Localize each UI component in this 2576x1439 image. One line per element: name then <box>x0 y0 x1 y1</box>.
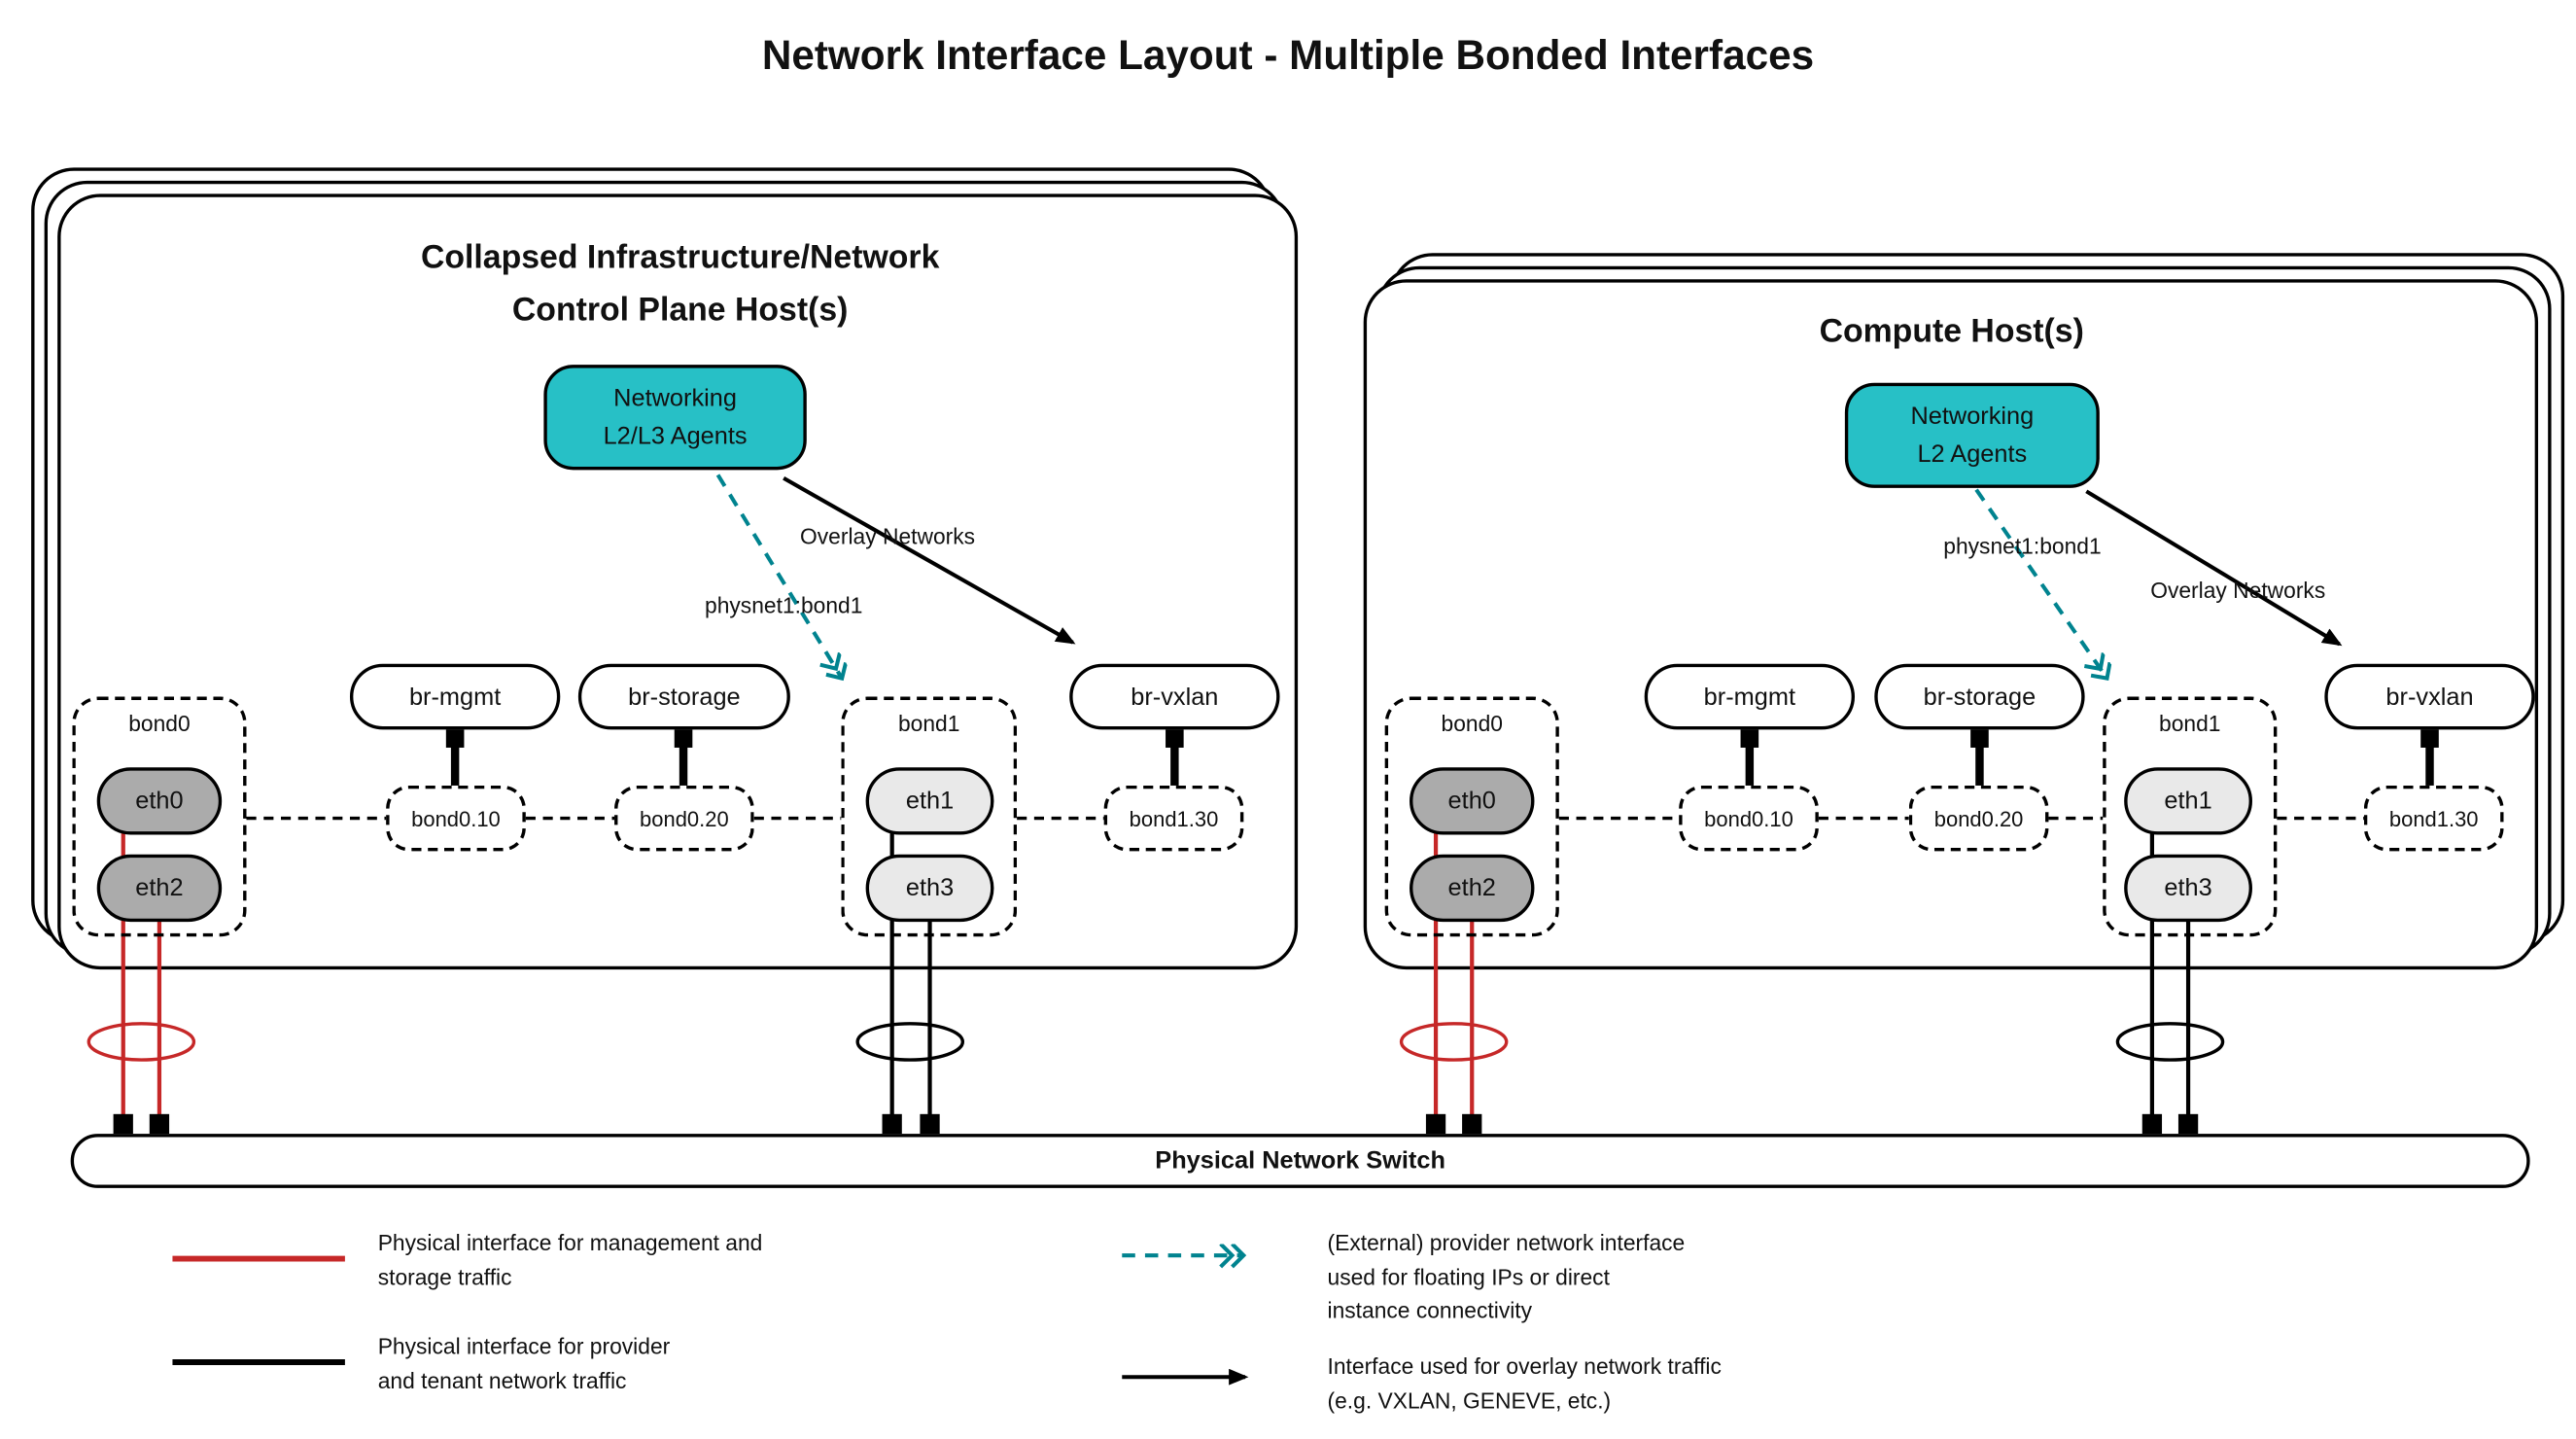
left-bond1-30-node: bond1.30 <box>1103 785 1244 852</box>
right-bond1-group: bond1 <box>2103 696 2278 937</box>
switch-label: Physical Network Switch <box>1155 1146 1445 1176</box>
left-bond1-30-label: bond1.30 <box>1129 805 1219 831</box>
left-overlay-networks-label: Overlay Networks <box>800 524 976 549</box>
right-bond1-30-label: bond1.30 <box>2388 805 2479 831</box>
right-eth1-node: eth1 <box>2124 767 2252 835</box>
right-overlay-network-arrow <box>2085 489 2343 647</box>
left-bond1-label: bond1 <box>897 711 960 737</box>
left-bond0-20-label: bond0.20 <box>640 805 729 831</box>
diagram-title: Network Interface Layout - Multiple Bond… <box>761 32 1815 80</box>
legend-mgmt-storage-text: Physical interface for management and st… <box>377 1230 763 1289</box>
left-br-storage-label: br-storage <box>628 683 741 711</box>
right-networking-agents-box: Networking L2 Agents <box>1844 382 2100 488</box>
right-br-storage-label: br-storage <box>1923 683 2036 711</box>
left-eth2-label: eth2 <box>135 874 184 902</box>
right-eth0-label: eth0 <box>1447 787 1496 816</box>
right-bond1-label: bond1 <box>2159 711 2221 737</box>
right-eth3-node: eth3 <box>2124 854 2252 923</box>
right-bond0-10-node: bond0.10 <box>1679 785 1819 852</box>
left-provider-cables <box>855 813 965 1135</box>
left-bond0-10-label: bond0.10 <box>411 805 501 831</box>
left-bond0-20-node: bond0.20 <box>614 785 754 852</box>
right-br-mgmt-node: br-mgmt <box>1644 663 1856 730</box>
left-eth0-node: eth0 <box>96 767 223 835</box>
right-bond0-20-node: bond0.20 <box>1908 785 2049 852</box>
right-br-mgmt-label: br-mgmt <box>1703 683 1796 711</box>
right-br-vxlan-node: br-vxlan <box>2324 663 2535 730</box>
left-eth3-label: eth3 <box>905 874 955 902</box>
left-bond1-group: bond1 <box>841 696 1018 937</box>
left-eth3-node: eth3 <box>865 854 994 923</box>
right-bond0-group: bond0 <box>1384 696 1559 937</box>
right-overlay-networks-label: Overlay Networks <box>2150 578 2326 604</box>
left-overlay-network-arrow <box>783 476 1076 645</box>
left-bridge-vlan-connectors <box>445 729 1184 788</box>
left-br-mgmt-label: br-mgmt <box>408 683 502 711</box>
left-networking-agents-box: Networking L2/L3 Agents <box>543 365 807 471</box>
right-br-vxlan-label: br-vxlan <box>2385 683 2474 711</box>
right-eth2-node: eth2 <box>1410 854 1535 923</box>
legend-provider-tenant-text: Physical interface for provider and tena… <box>377 1334 671 1393</box>
left-host-title: Collapsed Infrastructure/Network Control… <box>420 239 940 329</box>
right-bond1-30-node: bond1.30 <box>2363 785 2504 852</box>
right-provider-network-arrow <box>1974 488 2106 678</box>
right-eth0-node: eth0 <box>1410 767 1535 835</box>
right-bond0-label: bond0 <box>1441 711 1503 737</box>
left-br-vxlan-label: br-vxlan <box>1131 683 1219 711</box>
left-eth1-node: eth1 <box>865 767 994 835</box>
left-br-mgmt-node: br-mgmt <box>349 663 561 730</box>
legend-overlay-text: Interface used for overlay network traff… <box>1327 1353 1722 1413</box>
left-bond0-group: bond0 <box>72 696 247 937</box>
right-bond0-20-label: bond0.20 <box>1933 805 2024 831</box>
right-host-title: Compute Host(s) <box>1819 313 2084 350</box>
left-bond0-label: bond0 <box>128 711 191 737</box>
right-eth1-label: eth1 <box>2164 787 2212 816</box>
left-provider-network-arrow <box>715 474 842 677</box>
left-br-storage-node: br-storage <box>577 663 790 730</box>
left-bond0-10-node: bond0.10 <box>386 785 526 852</box>
right-eth2-label: eth2 <box>1447 874 1496 902</box>
left-physnet-label: physnet1:bond1 <box>705 593 863 618</box>
right-bond0-10-label: bond0.10 <box>1704 805 1793 831</box>
left-eth0-label: eth0 <box>135 787 184 816</box>
left-eth2-node: eth2 <box>96 854 223 923</box>
right-physnet-label: physnet1:bond1 <box>1943 534 2102 559</box>
legend-external-provider-text: (External) provider network interface us… <box>1327 1230 1686 1323</box>
physical-network-switch: Physical Network Switch <box>70 1134 2530 1188</box>
right-br-storage-node: br-storage <box>1874 663 2085 730</box>
right-eth3-label: eth3 <box>2164 874 2212 902</box>
left-br-vxlan-node: br-vxlan <box>1069 663 1280 730</box>
right-provider-cables <box>2115 813 2225 1135</box>
right-bridge-vlan-connectors <box>1740 729 2439 788</box>
left-eth1-label: eth1 <box>905 787 955 816</box>
